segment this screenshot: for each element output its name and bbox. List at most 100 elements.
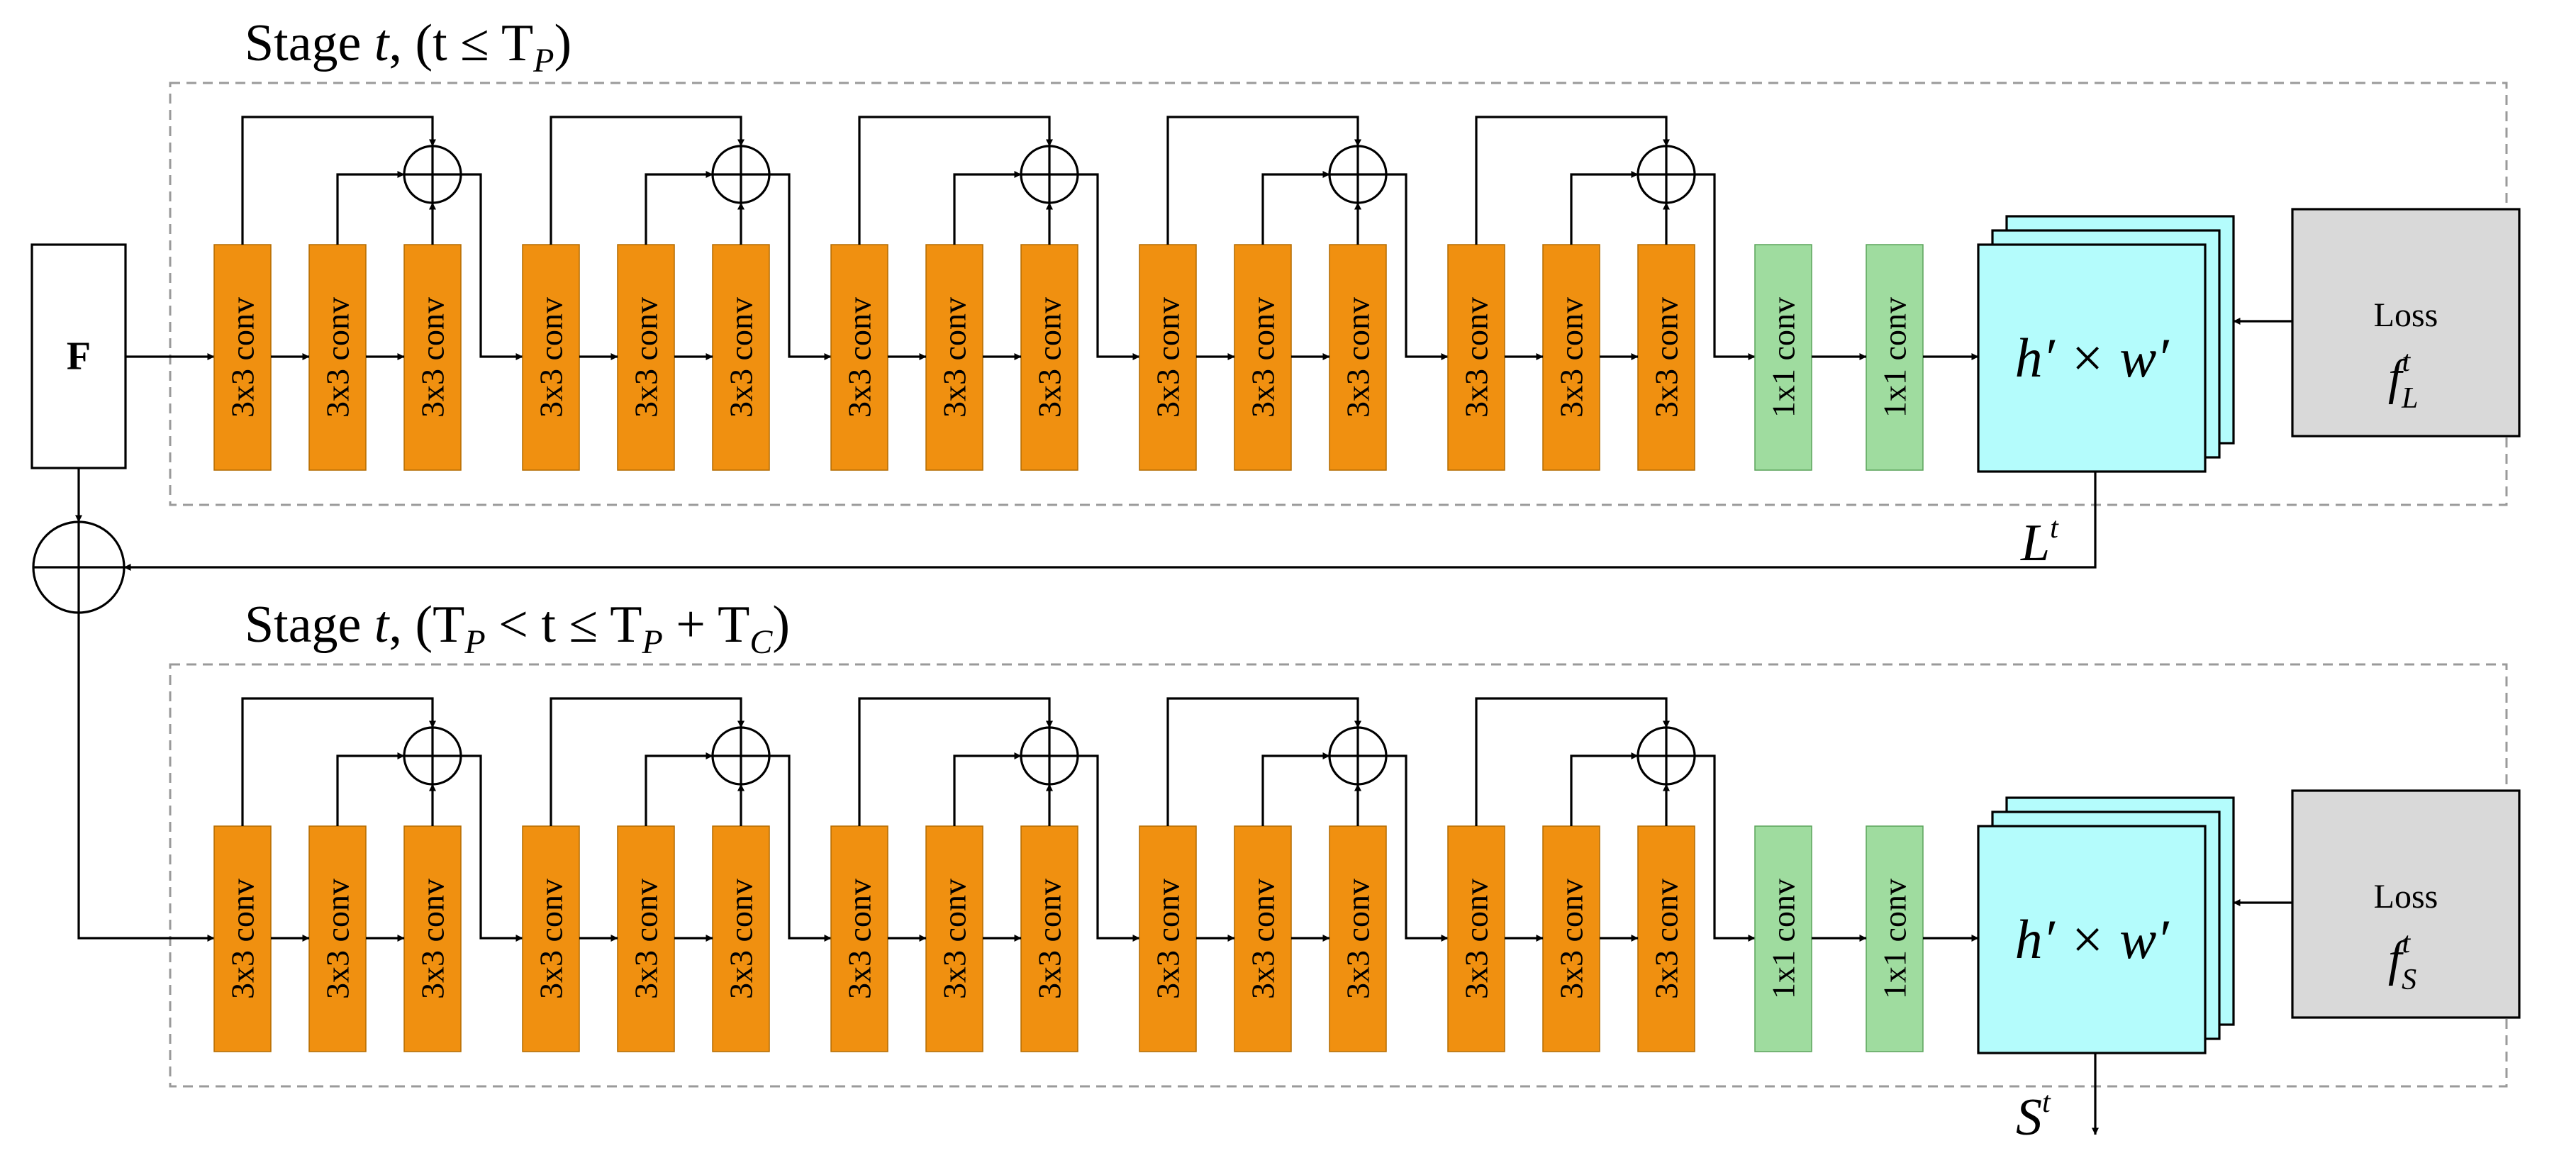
block-output-arrow <box>461 754 523 942</box>
conv3x3-label: 3x3 conv <box>842 297 878 418</box>
sum-to-stage-2-arrow <box>77 613 215 942</box>
skip-inner-arrow <box>336 171 405 245</box>
conv3x3-label: 3x3 conv <box>320 297 356 418</box>
skip-outer-arrow <box>1475 697 1670 826</box>
residual-sum-icon <box>1637 726 1696 786</box>
skip-outer-arrow <box>550 697 745 826</box>
conv3x3-box <box>1542 825 1600 1052</box>
residual-sum-icon <box>403 145 462 204</box>
block-output-arrow <box>461 173 523 360</box>
conv3x3-label: 3x3 conv <box>320 879 356 999</box>
skip-outer-arrow <box>1166 697 1361 826</box>
skip-inner-arrow <box>645 752 713 826</box>
conv3x3-box <box>1139 244 1197 471</box>
stage-1-title-sub: P <box>533 42 554 79</box>
skip-inner-arrow <box>953 171 1022 245</box>
conv3x3-label: 3x3 conv <box>1032 297 1068 418</box>
stage-1-title-cond: , (t ≤ T <box>389 14 533 72</box>
conv1x1-label: 1x1 conv <box>1766 297 1802 418</box>
skip-inner-arrow <box>336 752 405 826</box>
conv3x3-label: 3x3 conv <box>628 297 664 418</box>
conv3x3-label: 3x3 conv <box>533 879 569 999</box>
stage-2-title-mid2: + T <box>663 596 750 654</box>
stage-1-output-arrow <box>123 472 2097 571</box>
skip-outer-arrow <box>858 697 1053 826</box>
conv3x3-label: 3x3 conv <box>1649 297 1685 418</box>
conv3x3-box <box>308 825 367 1052</box>
loss-symbol-sub: L <box>2401 382 2418 415</box>
conv3x3-box <box>830 825 888 1052</box>
sum-node-icon <box>32 520 126 614</box>
residual-sum-icon <box>1328 145 1388 204</box>
conv3x3-label: 3x3 conv <box>1554 879 1590 999</box>
skip-inner-arrow <box>645 171 713 245</box>
conv3x3-box <box>617 825 675 1052</box>
feature-map-label: h′ × w′ <box>2015 908 2170 970</box>
conv3x3-label: 3x3 conv <box>1459 879 1495 999</box>
stage-title-2: Stage t, (TP < t ≤ TP + TC) <box>245 596 790 661</box>
conv3x3-label: 3x3 conv <box>937 297 973 418</box>
stage-2-title-mid: < t ≤ T <box>486 596 642 654</box>
output-sup: t <box>2042 1086 2051 1119</box>
residual-sum-icon <box>403 726 462 786</box>
conv3x3-label: 3x3 conv <box>1245 879 1281 999</box>
input-box <box>30 243 127 469</box>
stage-title-1: Stage t, (t ≤ TP) <box>245 14 571 79</box>
stage-2-output-label: St <box>2016 1086 2051 1147</box>
stage-1-title-close: ) <box>554 14 571 72</box>
conv3x3-box <box>1234 825 1292 1052</box>
conv3x3-box <box>213 244 272 471</box>
block-output-arrow <box>1695 754 1756 942</box>
conv3x3-label: 3x3 conv <box>723 297 759 418</box>
residual-sum-icon <box>711 726 771 786</box>
residual-sum-icon <box>711 145 771 204</box>
output-sup: t <box>2050 512 2059 545</box>
conv3x3-box <box>617 244 675 471</box>
stage-2-title-main: Stage <box>245 596 374 654</box>
block-output-arrow <box>1386 754 1449 942</box>
skip-inner-arrow <box>1570 171 1639 245</box>
stage-2-title-cond: , (T <box>389 596 464 654</box>
loss-title: Loss <box>2374 878 2438 915</box>
skip-inner-arrow <box>1570 752 1639 826</box>
loss-box <box>2291 208 2521 438</box>
skip-outer-arrow <box>1166 116 1361 245</box>
stage-2-title-sub3: C <box>749 623 773 661</box>
conv3x3-label: 3x3 conv <box>1340 879 1376 999</box>
svg-text:Stage t, (TP < t ≤ TP + TC): Stage t, (TP < t ≤ TP + TC) <box>245 596 790 661</box>
skip-inner-arrow <box>1261 171 1330 245</box>
conv3x3-label: 3x3 conv <box>225 297 261 418</box>
feature-map-label: h′ × w′ <box>2015 327 2170 389</box>
block-output-arrow <box>1078 754 1140 942</box>
output-symbol: L <box>2020 514 2050 572</box>
residual-sum-icon <box>1328 726 1388 786</box>
conv3x3-label: 3x3 conv <box>1554 297 1590 418</box>
conv3x3-box <box>1542 244 1600 471</box>
conv3x3-box <box>1329 825 1387 1052</box>
conv1x1-box <box>1866 244 1924 471</box>
conv3x3-label: 3x3 conv <box>628 879 664 999</box>
conv3x3-box <box>925 825 983 1052</box>
conv1x1-box <box>1866 825 1924 1052</box>
conv3x3-label: 3x3 conv <box>1032 879 1068 999</box>
stage-2-title-var: t <box>374 596 391 654</box>
residual-sum-icon <box>1020 726 1079 786</box>
conv3x3-box <box>712 825 770 1052</box>
conv1x1-label: 1x1 conv <box>1877 879 1913 999</box>
conv3x3-label: 3x3 conv <box>1150 879 1186 999</box>
conv3x3-box <box>1447 244 1505 471</box>
conv3x3-box <box>403 825 462 1052</box>
feature-map-front <box>1977 243 2207 473</box>
loss-symbol-sub: S <box>2402 964 2416 996</box>
conv3x3-label: 3x3 conv <box>1150 297 1186 418</box>
stage-2-title-sub2: P <box>641 623 662 661</box>
conv3x3-label: 3x3 conv <box>533 297 569 418</box>
loss-title: Loss <box>2374 296 2438 334</box>
loss-symbol-sup: t <box>2402 927 2411 959</box>
stage-1-title-main: Stage <box>245 14 374 72</box>
residual-sum-icon <box>1020 145 1079 204</box>
stage-2-title-sub1: P <box>464 623 485 661</box>
conv3x3-box <box>1020 244 1078 471</box>
